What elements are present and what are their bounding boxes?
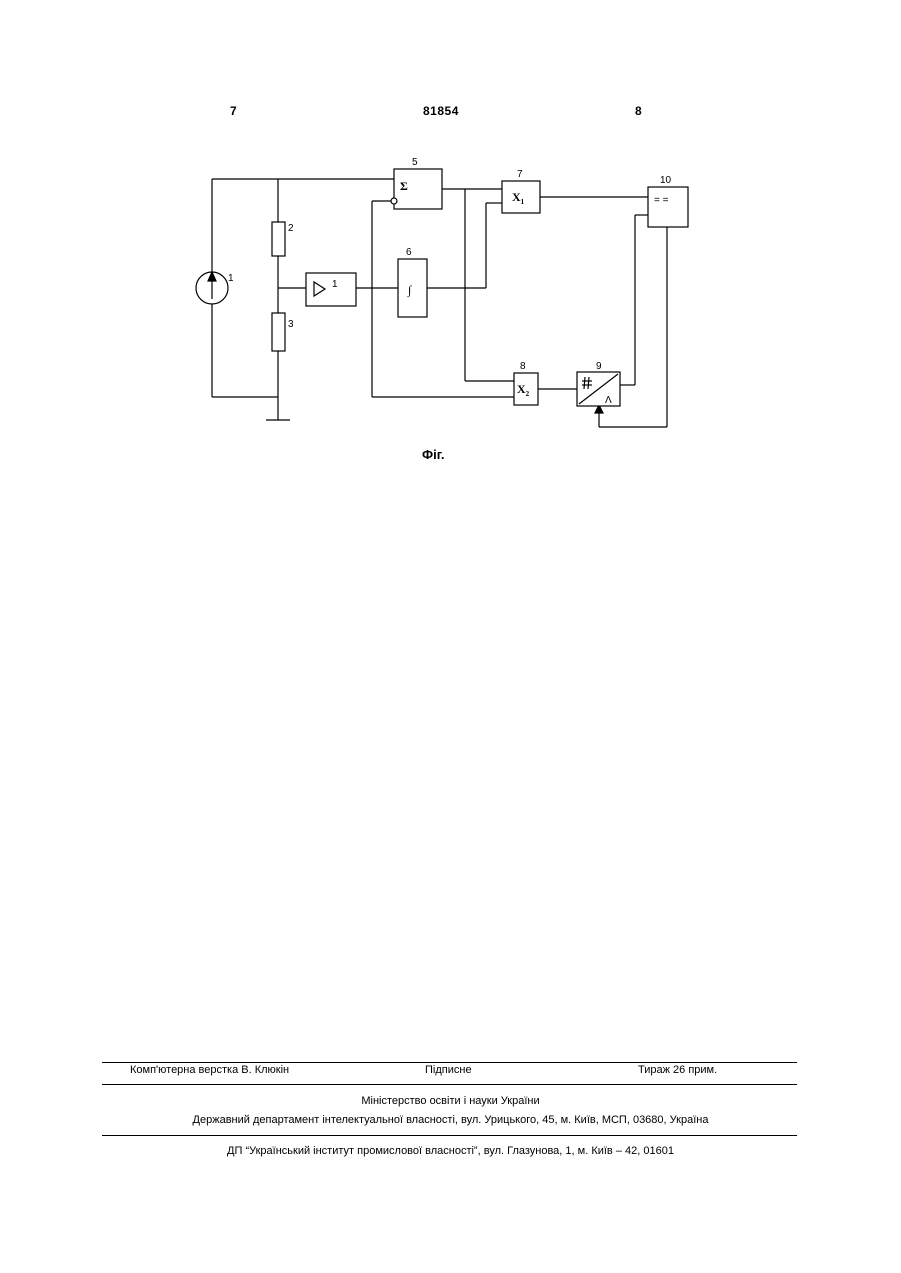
- label-summator: 5: [412, 157, 418, 168]
- label-source: 1: [228, 273, 234, 284]
- footer-signed: Підписне: [425, 1064, 472, 1076]
- footer-divider: [102, 1135, 797, 1136]
- label-converter: 9: [596, 361, 602, 372]
- footer-divider: [102, 1062, 797, 1063]
- patent-number: 81854: [423, 104, 459, 118]
- footer-ministry: Міністерство освіти і науки України: [0, 1095, 901, 1107]
- summator-symbol: Σ: [400, 179, 408, 193]
- integrator-block: [398, 259, 427, 317]
- multiplier-1-block: [502, 181, 540, 213]
- footer-institute: ДП “Український інститут промислової вла…: [0, 1145, 901, 1157]
- label-multiplier-1: 7: [517, 169, 523, 180]
- page-number-left: 7: [230, 104, 237, 118]
- footer-department: Державний департамент інтелектуальної вл…: [0, 1114, 901, 1126]
- footer-compositor: Комп'ютерна верстка В. Клюкін: [130, 1064, 289, 1076]
- label-integrator: 6: [406, 247, 412, 258]
- comparator-block: [648, 187, 688, 227]
- footer-divider: [102, 1084, 797, 1085]
- label-comparator: 10: [660, 175, 672, 186]
- integrator-symbol: ∫: [407, 283, 412, 297]
- inverting-input: [391, 198, 397, 204]
- figure-caption: Фіг.: [422, 447, 444, 462]
- label-resistor-2: 2: [288, 223, 294, 234]
- label-resistor-3: 3: [288, 319, 294, 330]
- label-amplifier: 1: [332, 279, 338, 290]
- footer-print-run: Тираж 26 прим.: [638, 1064, 717, 1076]
- resistor-3: [272, 313, 285, 351]
- page-number-right: 8: [635, 104, 642, 118]
- circuit-diagram: Σ ∫ X1 X2 = = Λ 1 2 3 1 5 6 7 10 8 9: [190, 155, 710, 465]
- comparator-symbol: = =: [654, 195, 669, 206]
- resistor-2: [272, 222, 285, 256]
- label-multiplier-2: 8: [520, 361, 526, 372]
- converter-symbol: Λ: [605, 395, 612, 406]
